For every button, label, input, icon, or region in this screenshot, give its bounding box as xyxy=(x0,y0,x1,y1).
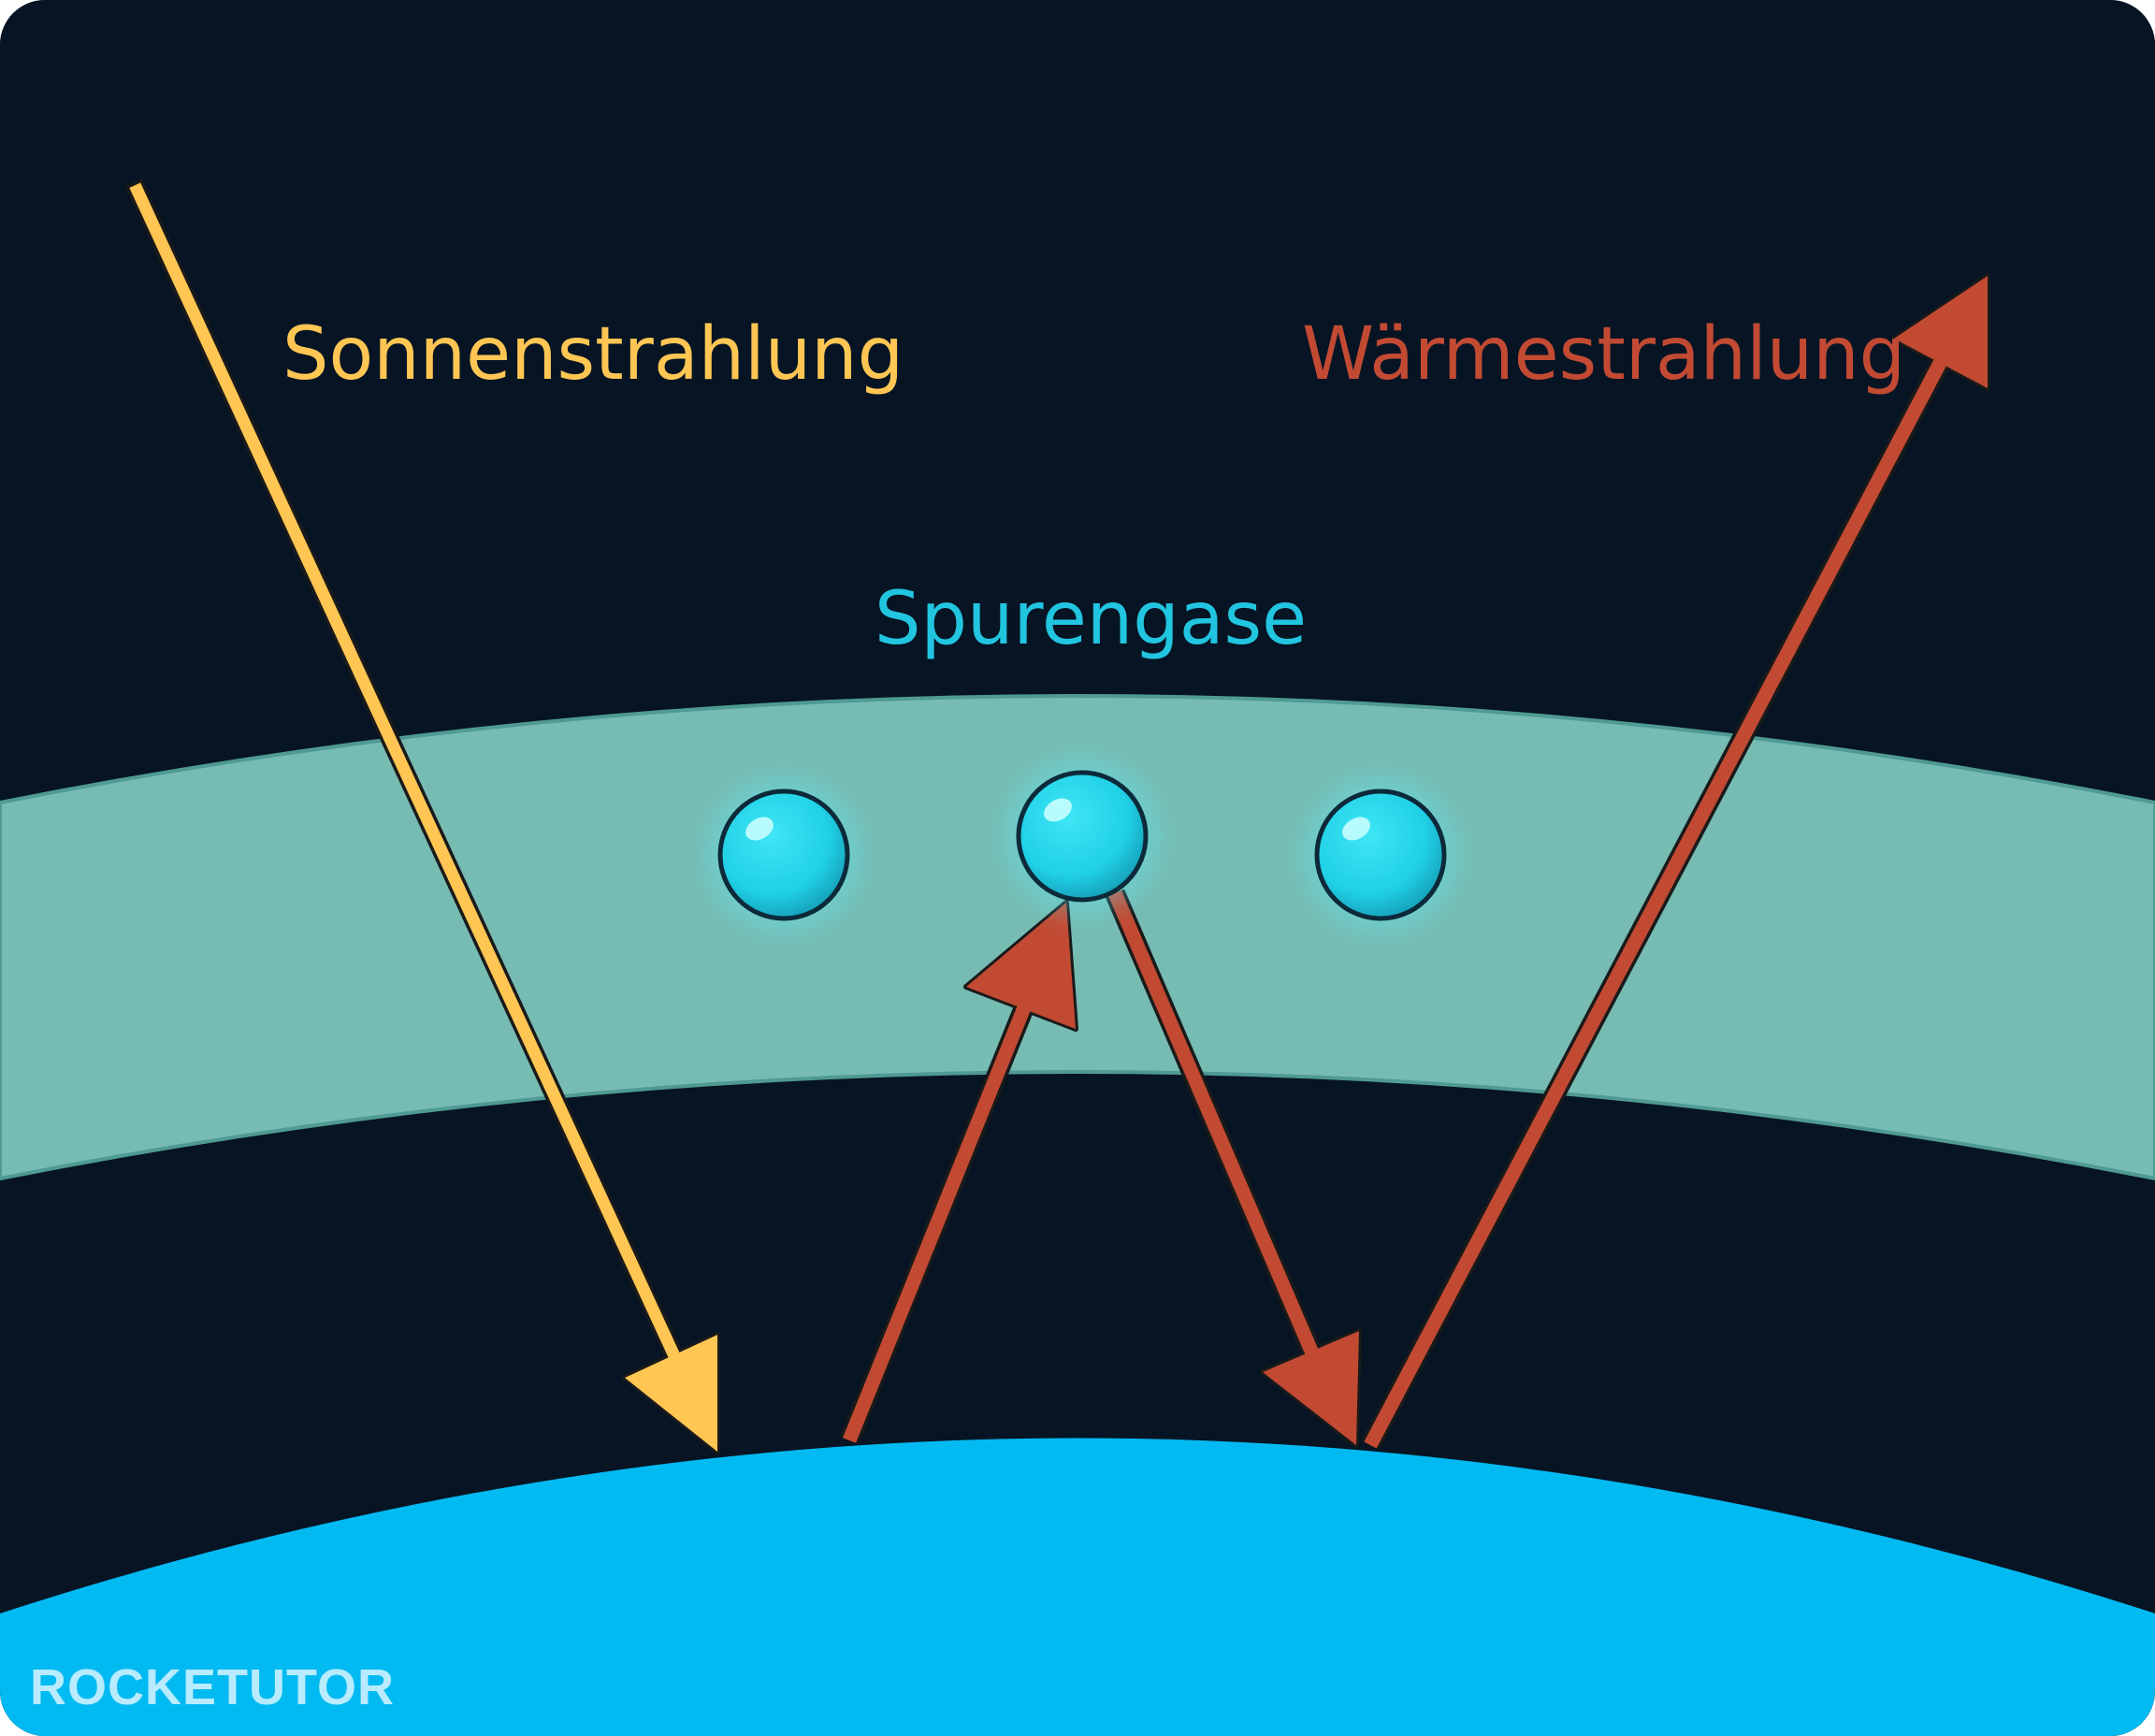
gas-molecule xyxy=(1304,778,1457,932)
trace-gases-label: Spurengase xyxy=(875,577,1307,661)
solar-radiation-arrow xyxy=(124,178,720,1454)
heat-radiation-label: Wärmestrahlung xyxy=(1302,312,1905,397)
gas-molecule xyxy=(1005,760,1159,913)
brand-logo: ROCKETUTOR xyxy=(30,1659,395,1715)
solar-radiation-label: Sonnenstrahlung xyxy=(282,312,904,397)
earth-surface xyxy=(0,1438,2155,1736)
heat-radiation-arrow-to-space xyxy=(1361,273,1990,1451)
gas-molecule xyxy=(707,778,861,932)
heat-radiation-arrow-up-to-molecule xyxy=(839,900,1078,1445)
heat-radiation-arrow-back-to-surface xyxy=(1105,889,1362,1448)
